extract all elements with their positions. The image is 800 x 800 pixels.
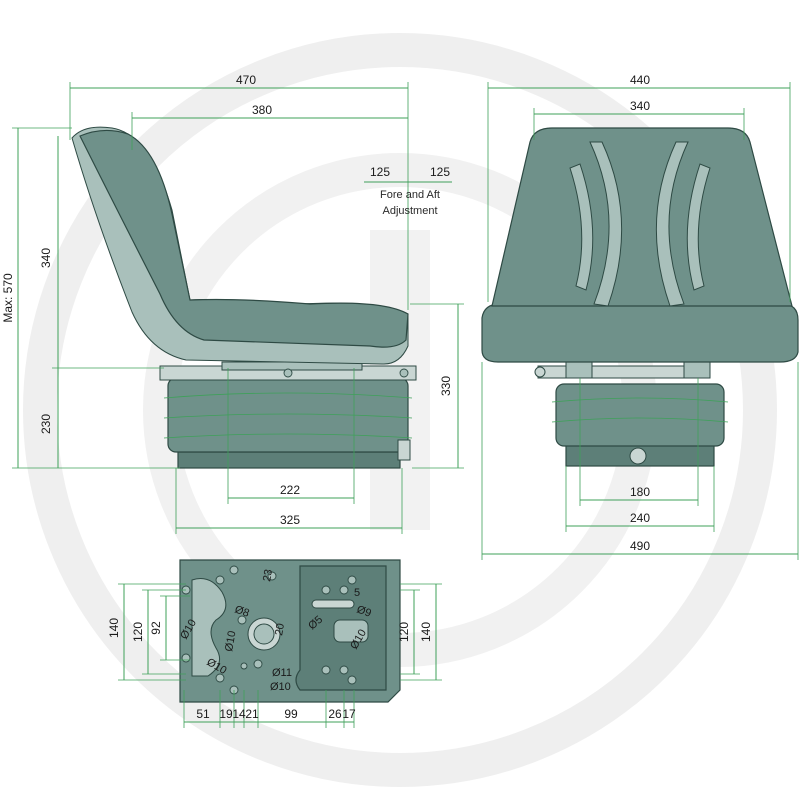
hole-label-d9: Ø9 (355, 604, 373, 620)
dim-plate-right-inner: 120 (397, 622, 411, 642)
dim-base-width: 325 (280, 513, 300, 527)
front-slide-rail (534, 357, 711, 379)
dim-plate-bottom-99: 99 (284, 707, 298, 721)
side-dimensions: 470 380 125 125 Fore and Aft Adjustment … (1, 73, 464, 534)
dim-slot-spacing: 180 (630, 485, 650, 499)
dim-plate-right-outer: 140 (419, 622, 433, 642)
dim-front-base-width: 240 (630, 511, 650, 525)
dim-plate-bottom-26: 26 (328, 707, 342, 721)
dim-backrest-height: 340 (39, 248, 53, 268)
dim-adjust-fore: 125 (370, 165, 390, 179)
dim-plate-bottom-51: 51 (196, 707, 210, 721)
dim-rail-spacing: 222 (280, 483, 300, 497)
dim-overall-length: 470 (236, 73, 256, 87)
dim-backrest-inner: 340 (630, 99, 650, 113)
hole-label-d10-d: Ø10 (270, 681, 291, 693)
dim-seat-height: 330 (439, 376, 453, 396)
front-backrest (491, 127, 793, 307)
dim-cushion-width: 490 (630, 539, 650, 553)
dim-plate-bottom-19: 19 (219, 707, 233, 721)
front-dimensions: 440 340 180 240 490 (481, 73, 799, 560)
dim-plate-bottom-17: 17 (342, 707, 356, 721)
dim-plate-left-mid: 120 (131, 622, 145, 642)
adjust-label-line2: Adjustment (382, 205, 437, 217)
dim-plate-left-outer: 140 (107, 618, 121, 638)
dim-plate-bottom-21: 21 (245, 707, 259, 721)
side-seat-shell (71, 126, 409, 365)
dim-plate-left-inner: 92 (149, 621, 163, 635)
hole-label-20: 20 (273, 622, 287, 636)
hole-label-d11: Ø11 (272, 667, 292, 679)
base-plate-holes (181, 565, 357, 695)
side-view: 470 380 125 125 Fore and Aft Adjustment … (1, 73, 464, 534)
base-plate-dimensions: 140 120 92 120 140 (107, 583, 442, 728)
front-view: 440 340 180 240 490 (481, 73, 799, 560)
dim-max-height: Max: 570 (1, 273, 15, 323)
front-bellows (551, 383, 729, 467)
dim-plate-bottom-14: 14 (232, 707, 246, 721)
base-plate-view: 23 5 Ø8 Ø9 20 Ø5 Ø10 Ø10 Ø10 Ø11 Ø10 Ø10… (107, 559, 442, 728)
dim-backrest-width: 440 (630, 73, 650, 87)
hole-label-d8: Ø8 (233, 604, 251, 620)
dim-adjust-aft: 125 (430, 165, 450, 179)
hole-label-5: 5 (354, 587, 360, 599)
front-cushion (481, 303, 799, 363)
side-bellows (163, 377, 413, 469)
hole-label-23: 23 (261, 568, 275, 582)
dim-backrest-length: 380 (252, 103, 272, 117)
hole-label-d10-b: Ø10 (223, 630, 238, 653)
adjust-label-line1: Fore and Aft (380, 189, 440, 201)
dim-base-height: 230 (39, 414, 53, 434)
